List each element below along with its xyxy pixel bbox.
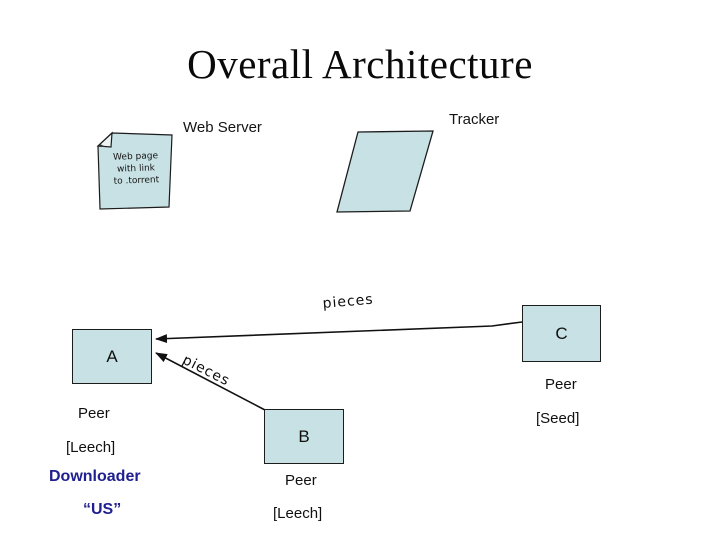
peer-a-us-label: “US”: [83, 501, 122, 518]
tracker-label: Tracker: [449, 111, 500, 128]
peer-box-b: B: [264, 409, 344, 464]
peer-c-role-label: Peer: [545, 376, 577, 393]
peer-b-role-label: Peer: [285, 472, 317, 489]
peer-letter-c: C: [555, 323, 568, 343]
note-fold-shadow: [98, 144, 105, 147]
peer-a-state-label: [Leech]: [66, 439, 116, 456]
peer-box-a: A: [72, 329, 152, 384]
torrent-note-text: Web page with link to .torrent: [97, 150, 174, 189]
peer-letter-b: B: [298, 426, 310, 446]
peer-a-downloader-label: Downloader: [49, 468, 141, 485]
peer-a-role-label: Peer: [78, 405, 110, 422]
arrow-pieces-b-to-a: [155, 352, 266, 411]
peer-letter-a: A: [106, 346, 118, 366]
peer-c-state-label: [Seed]: [536, 410, 580, 427]
slide-title: Overall Architecture: [187, 41, 533, 87]
peer-b-state-label: [Leech]: [273, 505, 323, 522]
arrow-pieces-c-to-a: [155, 321, 523, 344]
peer-box-c: C: [522, 305, 601, 362]
tracker-shape: [336, 130, 434, 213]
web-server-label: Web Server: [183, 119, 262, 136]
